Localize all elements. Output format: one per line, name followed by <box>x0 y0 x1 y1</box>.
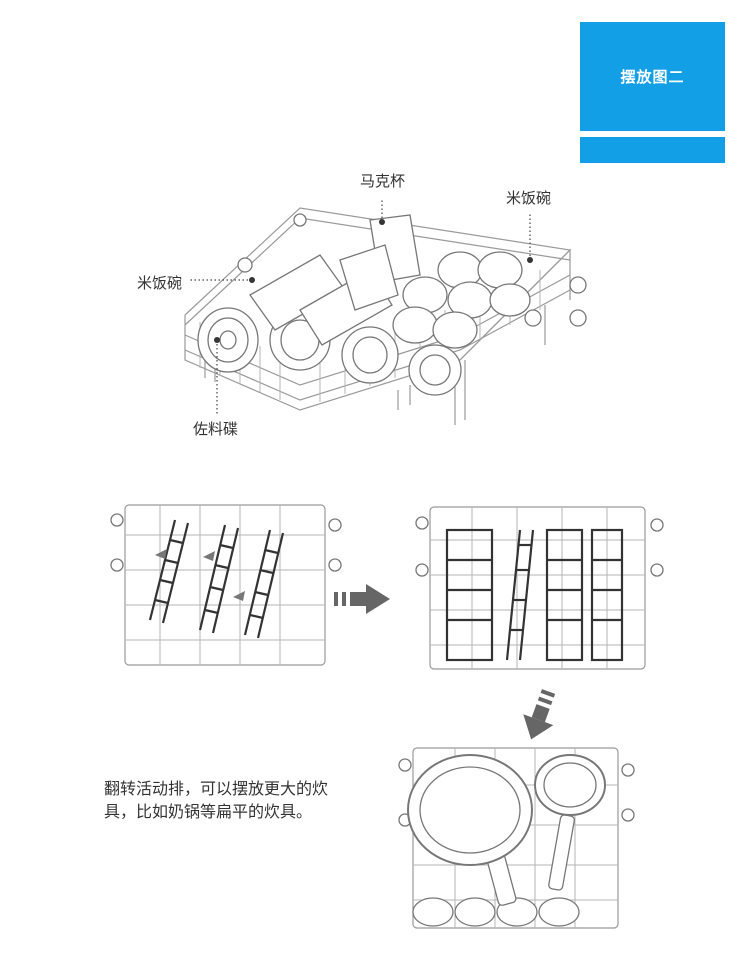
rack-with-pans-illustration <box>398 747 635 929</box>
rack-folded-illustration <box>110 504 342 666</box>
label-rice-bowl-left: 米饭碗 <box>137 274 183 292</box>
rack-flipped-illustration <box>415 506 664 670</box>
header-accent-bar <box>580 137 725 163</box>
arrow-down-icon <box>523 689 556 740</box>
label-rice-bowl-right: 米饭碗 <box>506 189 552 207</box>
arrow-right-icon <box>334 584 390 614</box>
rack-loading-illustration <box>184 200 587 425</box>
label-mug: 马克杯 <box>360 172 406 190</box>
section-title: 摆放图二 <box>620 68 685 86</box>
caption-text: 翻转活动排，可以摆放更大的炊具，比如奶锅等扁平的炊具。 <box>104 779 329 821</box>
label-sauce-dish: 佐料碟 <box>193 420 239 438</box>
section-header: 摆放图二 <box>580 22 725 131</box>
